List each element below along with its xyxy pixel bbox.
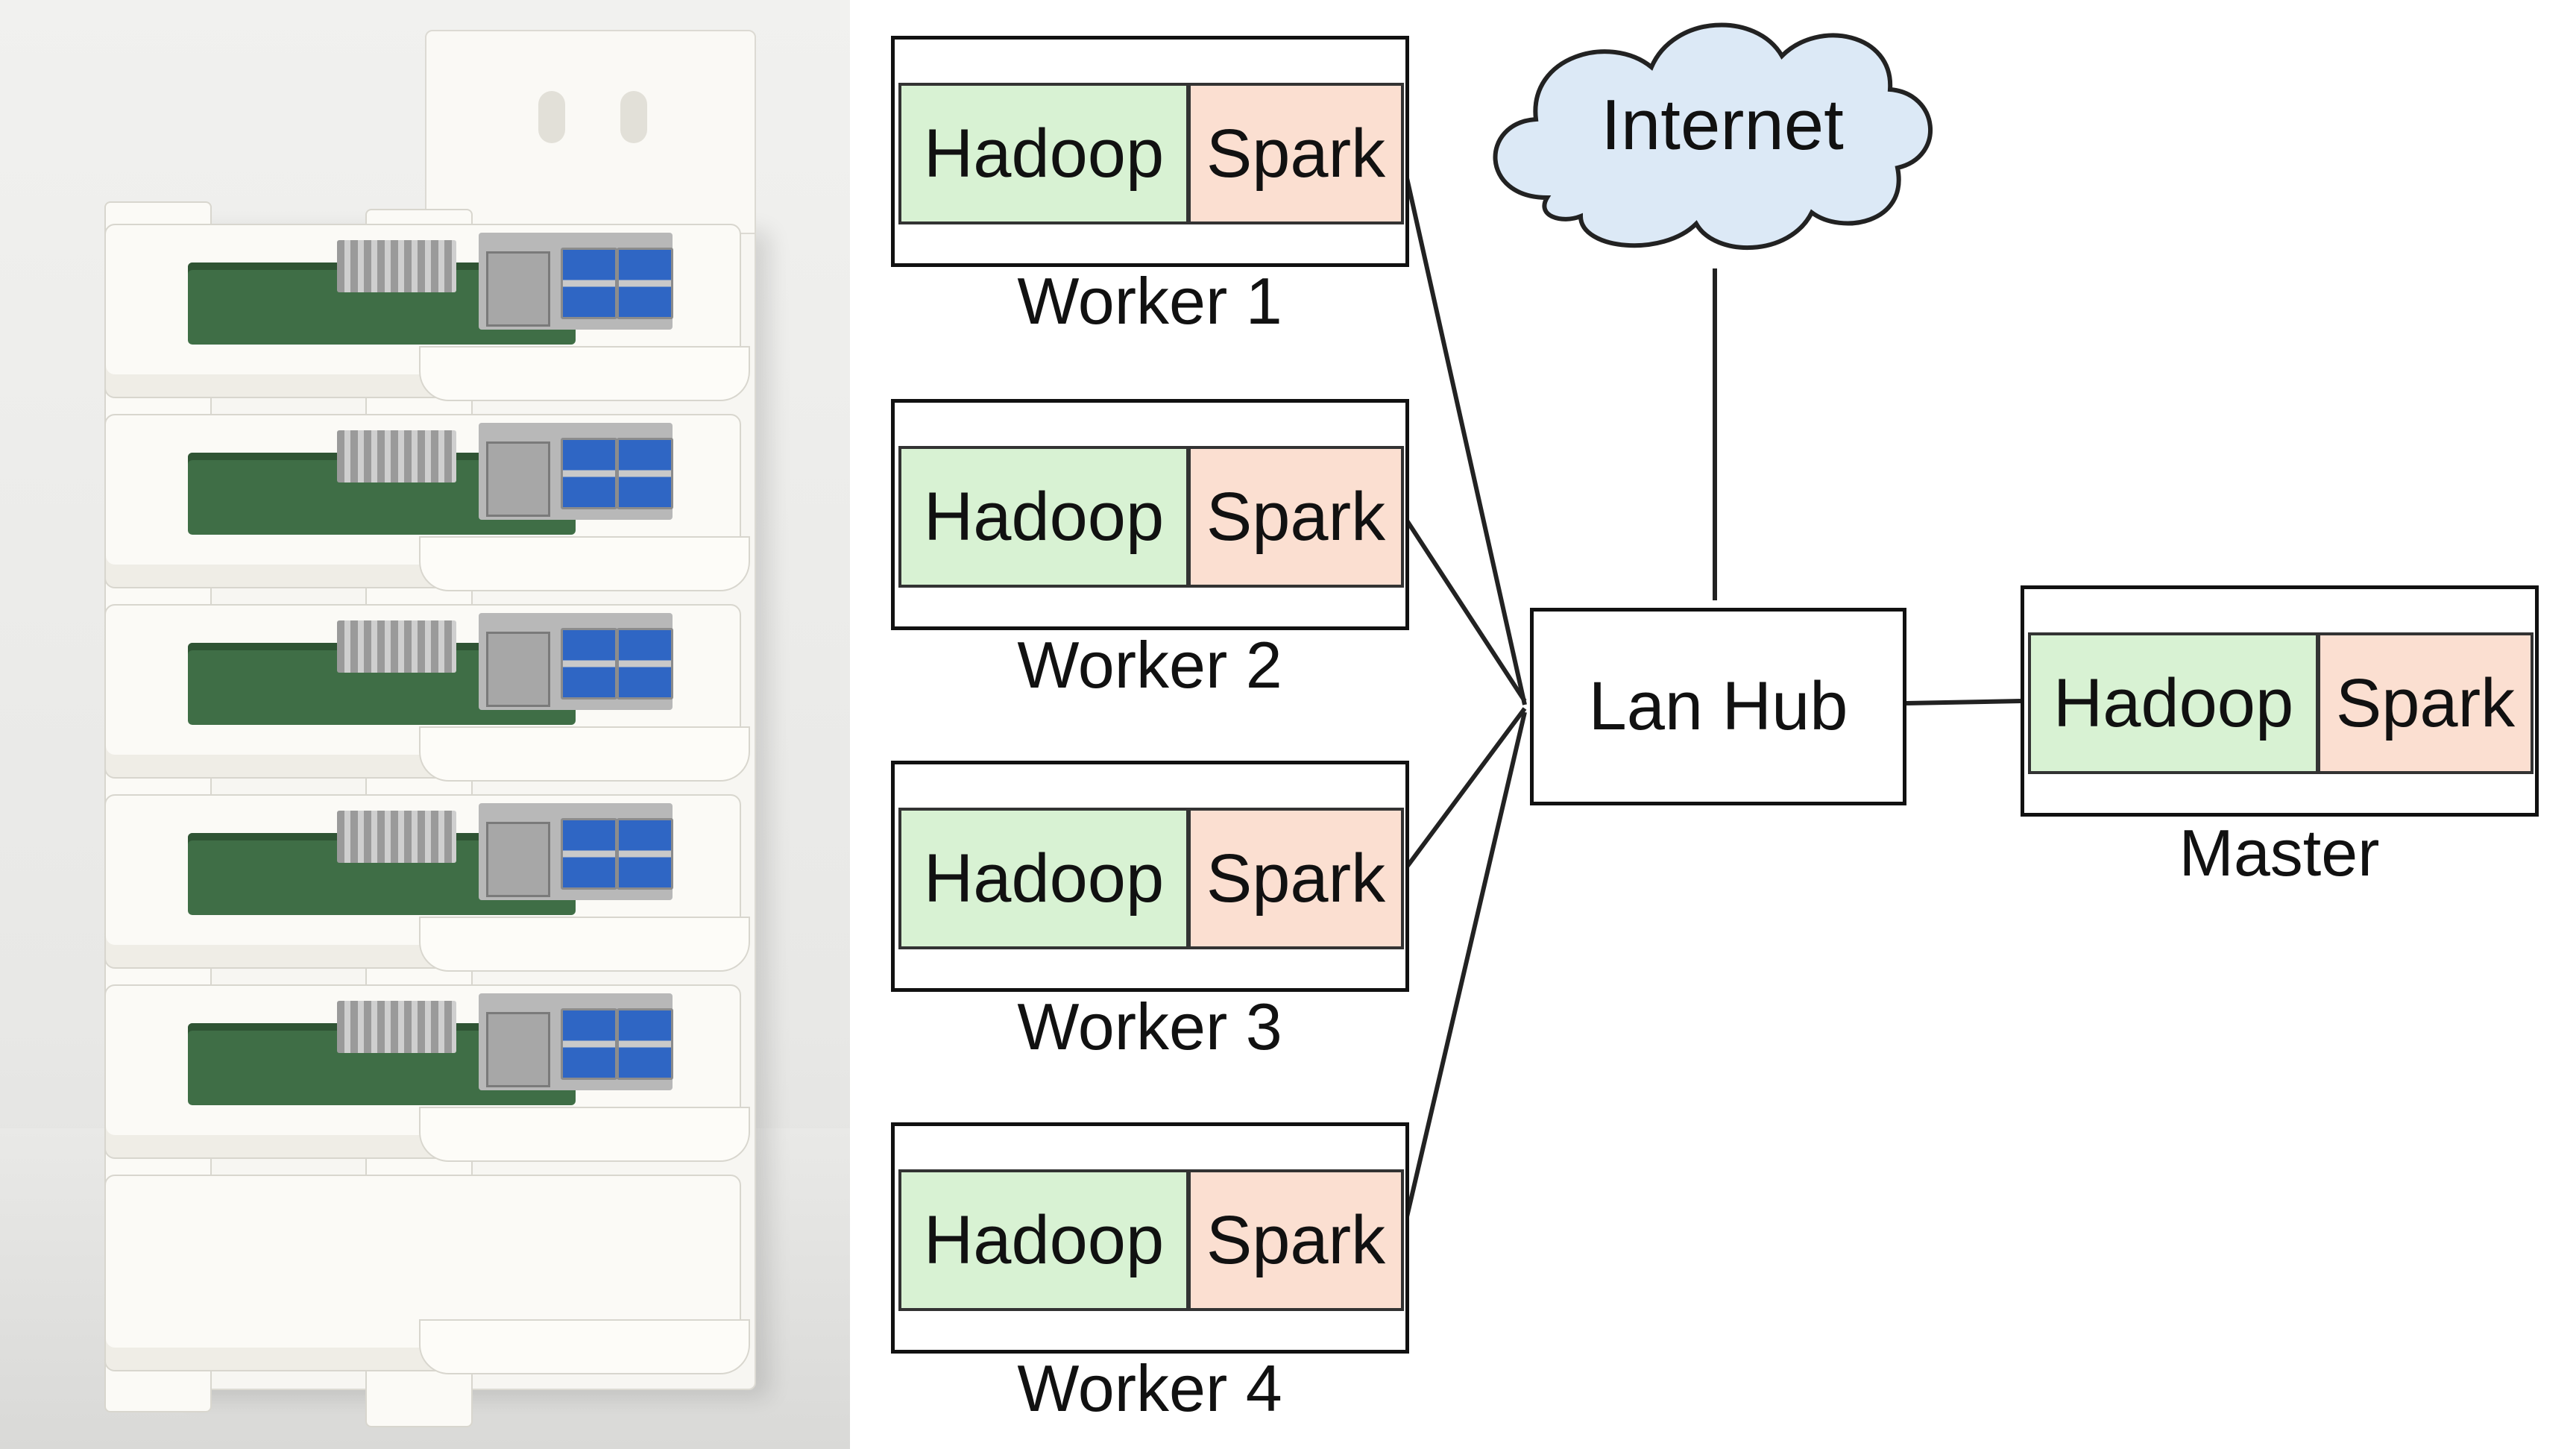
heatsink — [337, 1001, 456, 1053]
hadoop-service: Hadoop — [898, 808, 1189, 949]
heatsink — [337, 811, 456, 863]
tier-front — [419, 346, 750, 401]
ethernet-port-icon — [486, 441, 550, 517]
spark-service: Spark — [1188, 446, 1404, 588]
hadoop-service: Hadoop — [898, 1169, 1189, 1311]
worker-label: Worker 1 — [1017, 264, 1282, 338]
master-label: Master — [2179, 816, 2380, 890]
rack-tier — [104, 604, 750, 782]
ethernet-port-icon — [486, 1012, 550, 1087]
worker-node: Hadoop Spark — [891, 761, 1409, 992]
port-block — [479, 423, 673, 520]
rack-top-tab — [425, 30, 756, 234]
worker-label: Worker 3 — [1017, 990, 1282, 1063]
spark-service: Spark — [1188, 83, 1404, 224]
tier-front — [419, 1107, 750, 1162]
rack-tier — [104, 794, 750, 972]
spark-service: Spark — [1188, 808, 1404, 949]
ethernet-port-icon — [486, 632, 550, 707]
heatsink — [337, 430, 456, 483]
usb-port-icon — [617, 248, 673, 319]
usb-port-icon — [561, 628, 617, 700]
tier-front — [419, 1319, 750, 1374]
usb-port-icon — [617, 628, 673, 700]
internet-cloud-icon — [1493, 22, 1933, 251]
port-block — [479, 613, 673, 710]
port-block — [479, 233, 673, 330]
link-worker1-hub — [1403, 171, 1527, 705]
tier-front — [419, 536, 750, 591]
rack-hole — [538, 91, 565, 143]
master-node: Hadoop Spark — [2021, 585, 2539, 817]
worker-label: Worker 4 — [1017, 1351, 1282, 1425]
worker-node: Hadoop Spark — [891, 1122, 1409, 1354]
link-worker3-hub — [1403, 707, 1527, 870]
usb-port-icon — [617, 1008, 673, 1080]
usb-port-icon — [561, 1008, 617, 1080]
lan-hub: Lan Hub — [1530, 608, 1906, 805]
port-block — [479, 803, 673, 900]
usb-port-icon — [617, 438, 673, 509]
spark-service: Spark — [2317, 632, 2534, 774]
tier-front — [419, 917, 750, 972]
link-worker2-hub — [1403, 517, 1527, 703]
heatsink — [337, 240, 456, 292]
worker-node: Hadoop Spark — [891, 399, 1409, 630]
usb-port-icon — [561, 818, 617, 890]
hadoop-service: Hadoop — [898, 83, 1189, 224]
usb-port-icon — [561, 248, 617, 319]
rack-tier — [104, 984, 750, 1162]
worker-node: Hadoop Spark — [891, 36, 1409, 267]
hadoop-service: Hadoop — [2028, 632, 2319, 774]
heatsink — [337, 620, 456, 673]
rack-hole — [620, 91, 647, 143]
rack-tier — [104, 414, 750, 591]
worker-label: Worker 2 — [1017, 628, 1282, 702]
internet-label: Internet — [1601, 85, 1844, 165]
link-worker4-hub — [1403, 711, 1527, 1224]
rack-tier — [104, 224, 750, 401]
cluster-photo — [0, 0, 850, 1449]
usb-port-icon — [561, 438, 617, 509]
hadoop-service: Hadoop — [898, 446, 1189, 588]
tier-front — [419, 726, 750, 782]
rack-base-tier — [104, 1175, 750, 1374]
link-hub-master — [1906, 699, 2021, 705]
usb-port-icon — [617, 818, 673, 890]
spark-service: Spark — [1188, 1169, 1404, 1311]
ethernet-port-icon — [486, 251, 550, 327]
ethernet-port-icon — [486, 822, 550, 897]
port-block — [479, 993, 673, 1090]
